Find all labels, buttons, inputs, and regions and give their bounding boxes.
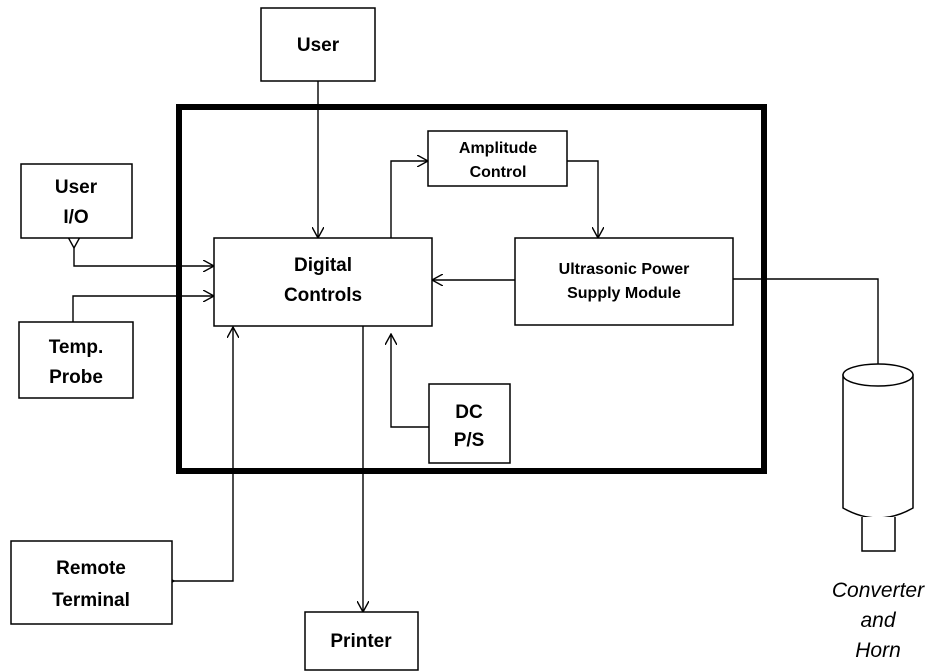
printer-label: Printer bbox=[330, 631, 392, 652]
supply-to-converter-line bbox=[733, 278, 878, 377]
user-io-box bbox=[20, 163, 133, 239]
digital-controls-label-2: Controls bbox=[284, 285, 362, 306]
digital-controls-label-1: Digital bbox=[294, 255, 352, 276]
dc-to-digital-line bbox=[391, 334, 429, 428]
user-box bbox=[260, 7, 376, 82]
dc-ps-label-2: P/S bbox=[454, 430, 485, 451]
amplitude-to-supply-line bbox=[567, 160, 598, 238]
remote-terminal-label-1: Remote bbox=[56, 558, 126, 579]
digital-controls-box bbox=[213, 237, 433, 327]
user-io-label-2: I/O bbox=[63, 207, 88, 228]
temp-to-digital-line bbox=[72, 296, 214, 322]
remote-terminal-box bbox=[10, 540, 173, 625]
printer-box bbox=[304, 611, 419, 671]
converter-label-3: Horn bbox=[855, 639, 901, 662]
power-supply-label-2: Supply Module bbox=[567, 285, 681, 302]
power-supply-label-1: Ultrasonic Power bbox=[559, 261, 690, 278]
converter-label-2: and bbox=[860, 609, 896, 632]
remote-terminal-label-2: Terminal bbox=[52, 590, 130, 611]
temp-probe-label-1: Temp. bbox=[49, 337, 104, 358]
dc-ps-box bbox=[428, 383, 511, 464]
power-supply-box bbox=[514, 237, 734, 326]
system-enclosure bbox=[176, 104, 767, 474]
user-io-label-1: User bbox=[55, 177, 98, 198]
amplitude-label-1: Amplitude bbox=[459, 140, 537, 157]
user-label: User bbox=[297, 35, 340, 56]
remote-digital-line bbox=[174, 327, 233, 581]
dc-ps-label-1: DC bbox=[455, 402, 483, 423]
connectors bbox=[73, 81, 878, 612]
converter-label-1: Converter bbox=[832, 579, 925, 602]
amplitude-control-box bbox=[427, 130, 568, 187]
userio-digital-line bbox=[74, 248, 214, 266]
temp-probe-box bbox=[18, 321, 134, 399]
temp-probe-label-2: Probe bbox=[49, 367, 103, 388]
digital-amplitude-line bbox=[391, 161, 428, 238]
converter-horn-icon bbox=[842, 363, 914, 552]
amplitude-label-2: Control bbox=[470, 164, 527, 181]
